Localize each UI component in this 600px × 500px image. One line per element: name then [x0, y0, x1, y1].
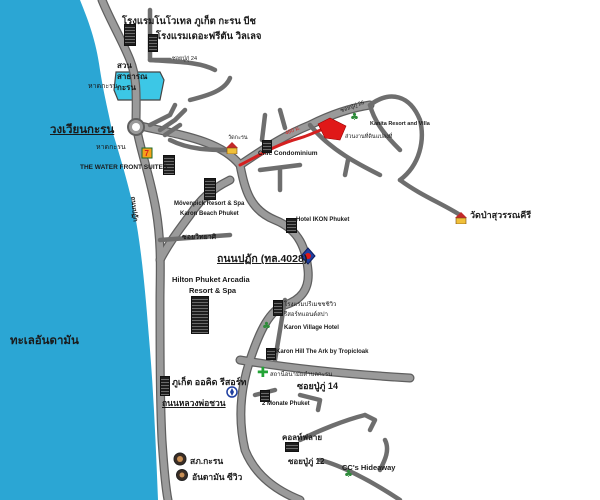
- label-health: สถานีอนามัยตำบลกะรน: [270, 372, 333, 378]
- label-chic: Chic Condominium: [258, 150, 318, 157]
- red-road: [238, 124, 332, 167]
- label-ikon: Hotel IKON Phuket: [296, 217, 350, 223]
- label-sheraton: โรงแรมเดอะฟรีตัน วิลเลจ: [156, 31, 262, 42]
- label-monate: 2 Monate Phuket: [262, 401, 310, 407]
- label-post: สภ.กะรน: [190, 456, 224, 466]
- movenpick-building-icon: [204, 178, 216, 200]
- label-wat-karon: วัดกะรน: [228, 135, 248, 141]
- wat-karon-temple-icon: [226, 142, 238, 154]
- andaman-seaview-icon: [176, 469, 188, 481]
- label-karon-beach-mid: หาดกะรน: [96, 144, 126, 151]
- label-kanita: Kanita Resort and Villa: [370, 121, 430, 127]
- monate-building-icon: [260, 390, 270, 402]
- label-movenpick-2: Karon Beach Phuket: [180, 211, 239, 217]
- karon-temple-area-building-icon: [285, 442, 299, 452]
- shell-station-icon: [226, 386, 238, 398]
- label-karon-beach-top: หาดกะรน: [88, 83, 118, 90]
- karon-palace-building-icon: [273, 300, 283, 316]
- sheraton-building-icon: [148, 34, 158, 52]
- label-karon-village: Karon Village Hotel: [284, 325, 339, 331]
- cc-hideaway-palm-icon: ♣: [344, 469, 353, 480]
- label-karon-hill: Karon Hill The Ark by Tropicloak: [276, 349, 369, 355]
- label-novotel: โรงแรมโนโวเทล ภูเก็ต กะรน บีช: [122, 16, 256, 27]
- label-soi-14: ซอยปู่ภู่ 14: [297, 381, 338, 391]
- label-park: สวนสาธารณ กะรน: [117, 61, 148, 92]
- label-plot: ส่วนงานที่ดินแปลงที่: [345, 134, 393, 140]
- label-karon-palace: โรงแรมปรีเมชชชิวิว: [284, 302, 337, 308]
- post-office-icon: [173, 452, 187, 466]
- label-karon-palace-2: รีสอร์ทแอนด์สปา: [284, 312, 328, 318]
- andaman-sea: [0, 0, 158, 500]
- ptt-station-icon: [300, 247, 316, 265]
- label-hilton-2: Resort & Spa: [189, 286, 237, 295]
- svg-text:7: 7: [145, 149, 150, 158]
- ikon-building-icon: [286, 218, 297, 233]
- novotel-building-icon: [124, 24, 136, 46]
- label-soi-12: ซอยปู่ภู่ 12: [288, 457, 325, 466]
- label-soi-wit: ซอยวิทยาศิ: [182, 234, 217, 241]
- label-hilton: Hilton Phuket Arcadia: [172, 275, 250, 284]
- label-water-front: THE WATER FRONT SUITES: [80, 164, 168, 171]
- wat-suwan-temple-icon: [455, 212, 467, 224]
- label-roundabout: วงเวียนกะรน: [50, 124, 115, 136]
- health-station-icon: ✚: [257, 365, 269, 381]
- hilton-building-icon: [191, 296, 209, 334]
- label-andaman-seaview: อันดามัน ซีวิว: [192, 472, 243, 482]
- label-andaman-sea: ทะเลอันดามัน: [10, 335, 79, 347]
- seven-eleven-icon: [141, 147, 153, 159]
- chic-building-icon: [262, 140, 272, 153]
- red-plot: [317, 117, 347, 141]
- label-main-road: ถนนปฏัก (ทล.4028): [217, 253, 308, 265]
- label-wat-suwan: วัดป่าสุวรรณคีรี: [470, 210, 532, 220]
- karon-hill-building-icon: [266, 348, 276, 360]
- label-movenpick: Mövenpick Resort & Spa: [174, 201, 245, 207]
- label-karon-temple-area: คอลท์ฟลาย: [282, 433, 323, 442]
- water-front-building-icon: [163, 155, 175, 175]
- label-soi-luang: ถนนหลวงพ่อชวน: [162, 398, 226, 408]
- kanita-palm-icon: ♣: [350, 112, 359, 123]
- label-cc-hideaway: CC's Hideaway: [342, 463, 396, 472]
- phuket-orchid-building-icon: [160, 376, 170, 396]
- label-phuket-orchid: ภูเก็ต ออคิด รีสอร์ท: [172, 377, 247, 387]
- label-soi-24: ซอยปู่ภู่ 24: [172, 56, 198, 62]
- karon-village-palm-icon: ♣: [262, 321, 271, 332]
